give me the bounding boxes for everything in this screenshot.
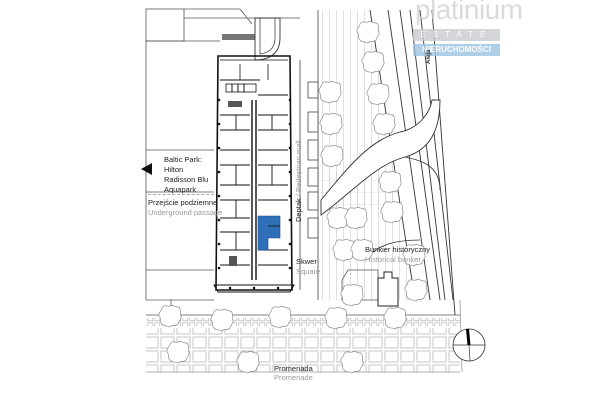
- street-label: Aleja: [426, 49, 432, 64]
- stairs-bottom: [229, 256, 237, 266]
- underground-passage-en-label: Underground passage: [148, 208, 223, 217]
- bunker-en-label: Historical bunker: [365, 255, 421, 264]
- arrow-left-icon: [141, 163, 152, 175]
- brand-watermark: platinium ESTATE NIERUCHOMOŚCI: [405, 0, 523, 64]
- brand-nieruchomosci-bar: NIERUCHOMOŚCI: [413, 44, 500, 56]
- square-pl-label: Skwer: [296, 257, 317, 266]
- baltic-park-label: Baltic Park:: [164, 155, 202, 164]
- hilton-label: Hilton: [164, 165, 184, 174]
- stairs-top: [228, 101, 242, 107]
- promenade-pl-label: Promenada: [274, 364, 313, 373]
- pedestrian-mall-label: Deptak / Pedestrian mall: [294, 140, 303, 222]
- bunker: [341, 269, 399, 307]
- brand-wordmark: platinium: [415, 0, 523, 25]
- radisson-label: Radisson Blu: [164, 175, 209, 184]
- underground-passage-pl-label: Przejście podziemne: [148, 198, 218, 207]
- pedestrian-mall-kiosks: [299, 10, 319, 300]
- drive-ramp: [222, 17, 281, 61]
- building: [213, 55, 295, 293]
- divider-dashed: [148, 194, 214, 195]
- curved-path: [320, 99, 441, 216]
- aquapark-label: Aquapark: [164, 185, 197, 194]
- bunker-pl-label: Bunkier historyczny: [365, 245, 431, 254]
- square-en-label: Square: [296, 267, 321, 276]
- highlighted-unit: [257, 215, 281, 251]
- promenade-en-label: Promenade: [274, 373, 313, 382]
- compass: [452, 328, 486, 362]
- promenade-paving: [146, 299, 463, 373]
- brand-estate-bar: ESTATE: [413, 29, 500, 41]
